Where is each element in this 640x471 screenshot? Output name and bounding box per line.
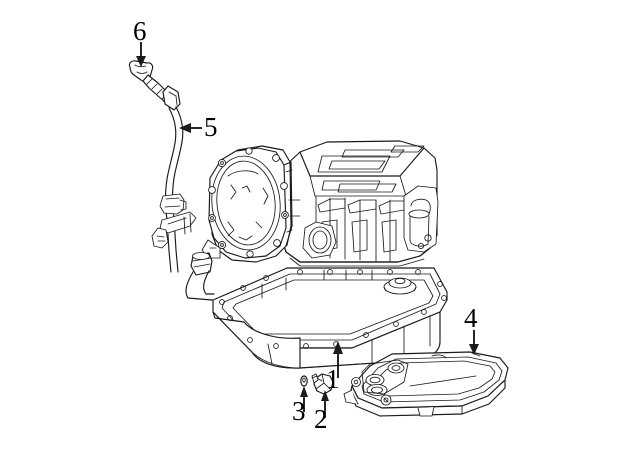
callout-leaders (136, 42, 479, 418)
callout-number-4: 4 (464, 303, 478, 333)
callout-number-2: 2 (314, 404, 328, 434)
transmission-case-bell-housing (201, 145, 301, 263)
transmission-case-body (281, 140, 439, 267)
drain-plug-and-gasket (300, 373, 334, 395)
callout-number-6: 6 (133, 16, 147, 46)
callout-number-5: 5 (204, 112, 218, 142)
oil-cooler-hose-fitting (185, 252, 215, 301)
callout-number-3: 3 (292, 396, 306, 426)
callout-number-1: 1 (326, 364, 340, 394)
oil-filter-strainer (343, 351, 509, 417)
oil-level-dipstick-assembly (128, 60, 197, 273)
